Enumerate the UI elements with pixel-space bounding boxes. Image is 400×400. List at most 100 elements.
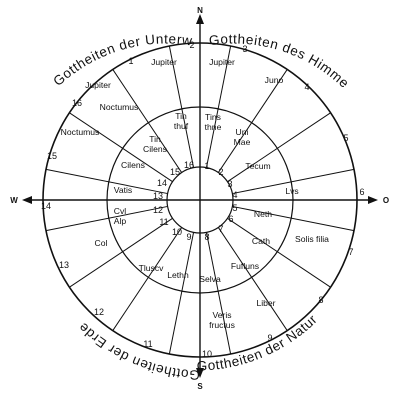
- deity-label: Jupiter: [151, 57, 177, 67]
- deity-label-line: thuf: [174, 121, 189, 131]
- inner-number: 16: [184, 160, 194, 170]
- deity-label-line: Cvl: [114, 206, 127, 216]
- deity-label: Juno: [265, 75, 284, 85]
- sector-divider: [69, 217, 173, 288]
- outer-number: 11: [143, 339, 152, 349]
- cardinal-east: O: [383, 196, 389, 205]
- inner-number: 10: [172, 227, 182, 237]
- wheel-lines: [28, 20, 372, 372]
- inner-number: 8: [204, 232, 209, 242]
- inner-number: 4: [232, 190, 237, 200]
- outer-deity-labels: Jupiter Jupiter Juno Noctumus Noctumus L…: [61, 57, 330, 330]
- outer-number-labels: 1 2 3 4 5 6 7 8 9 10 11 12 13 14 15 16: [41, 40, 365, 359]
- outer-number: 8: [318, 295, 323, 305]
- cardinal-north: N: [197, 6, 203, 15]
- deity-label: Tluscv: [139, 263, 165, 273]
- deity-label: Cilens: [121, 160, 145, 170]
- inner-number: 11: [159, 217, 168, 227]
- deity-label: Neth: [254, 209, 272, 219]
- deity-label-line: Alp: [114, 216, 127, 226]
- sector-divider: [217, 69, 288, 173]
- inner-number: 5: [232, 203, 237, 213]
- deity-label: Fufluns: [231, 261, 259, 271]
- inner-number: 14: [157, 178, 167, 188]
- sector-divider: [168, 232, 195, 355]
- outer-number: 1: [128, 56, 133, 66]
- outer-number: 2: [189, 40, 194, 50]
- outer-number: 16: [72, 98, 82, 108]
- cardinal-west: W: [10, 196, 18, 205]
- inner-number: 1: [204, 161, 209, 171]
- deity-label: Lethn: [167, 270, 189, 280]
- sector-divider: [205, 232, 232, 355]
- sector-divider: [227, 217, 331, 288]
- outer-number: 7: [348, 247, 353, 257]
- deity-label: Lvs: [285, 186, 298, 196]
- inner-number: 12: [153, 205, 163, 215]
- deity-label-line: Uni: [236, 127, 249, 137]
- deity-label: Noctumus: [100, 102, 139, 112]
- deity-label: Jupiter: [85, 80, 111, 90]
- deity-label: Noctumus: [61, 127, 100, 137]
- sector-divider: [69, 112, 173, 183]
- sector-divider: [205, 45, 232, 168]
- north-arrowhead: [196, 14, 204, 24]
- outer-number: 3: [242, 44, 247, 54]
- sector-divider: [45, 168, 168, 195]
- inner-number: 3: [227, 179, 232, 189]
- sector-divider: [45, 205, 168, 232]
- deity-label: Selva: [199, 274, 221, 284]
- region-title-bottom-left: Gottheiten der Erde: [75, 320, 200, 383]
- inner-number: 6: [228, 214, 233, 224]
- deity-label-line: Tin: [175, 111, 187, 121]
- outer-number: 10: [202, 349, 212, 359]
- west-arrowhead: [22, 196, 32, 204]
- inner-number: 9: [186, 232, 191, 242]
- deity-label: Liber: [256, 298, 275, 308]
- deity-label-line: fructus: [209, 320, 235, 330]
- outer-number: 12: [94, 307, 104, 317]
- inner-number: 7: [218, 224, 223, 234]
- outer-number: 6: [359, 187, 364, 197]
- sector-divider: [227, 112, 331, 183]
- deity-label: Cath: [252, 236, 270, 246]
- outer-number: 15: [47, 151, 57, 161]
- inner-number-labels: 1 2 3 4 5 6 7 8 9 10 11 12 13 14 15 16: [153, 160, 238, 242]
- east-arrowhead: [368, 196, 378, 204]
- sector-divider: [232, 168, 355, 195]
- sector-divider: [232, 205, 355, 232]
- deity-label: Vatis: [114, 185, 132, 195]
- deity-label-line: thne: [205, 122, 222, 132]
- deity-label-line: Veris: [212, 310, 231, 320]
- deity-label: Tecum: [245, 161, 270, 171]
- outer-number: 9: [267, 333, 272, 343]
- deity-label-line: Mae: [234, 137, 251, 147]
- deity-label: Jupiter: [209, 57, 235, 67]
- inner-number: 15: [170, 167, 180, 177]
- outer-number: 13: [59, 260, 69, 270]
- sector-divider: [112, 227, 183, 331]
- inner-number: 13: [153, 191, 163, 201]
- outer-number: 14: [41, 201, 51, 211]
- deity-label: Solis filia: [295, 234, 329, 244]
- axis-arrows: [22, 14, 378, 378]
- region-title-top-left: Gottheiten der Unterwelt: [0, 0, 193, 89]
- cardinal-south: S: [197, 382, 203, 391]
- inner-number: 2: [218, 167, 223, 177]
- south-arrowhead: [196, 368, 204, 378]
- outer-number: 5: [343, 133, 348, 143]
- deity-label-line: Tins: [205, 112, 221, 122]
- sector-divider: [168, 45, 195, 168]
- sector-divider: [217, 227, 288, 331]
- deity-label: Col: [95, 238, 108, 248]
- deity-label-line: Tin: [149, 134, 161, 144]
- sector-divider: [112, 69, 183, 173]
